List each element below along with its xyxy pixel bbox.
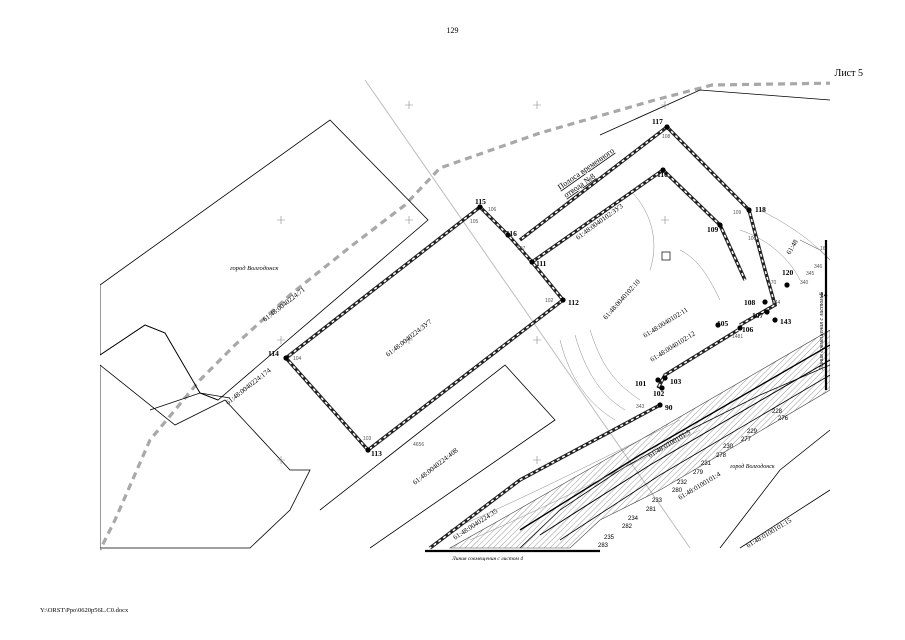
- small-number: 103: [363, 436, 372, 442]
- small-number: 106: [488, 207, 497, 213]
- point-label: 117: [652, 117, 663, 126]
- svg-text:282: 282: [622, 524, 633, 530]
- svg-text:281: 281: [646, 507, 657, 513]
- small-number: 104: [293, 356, 302, 362]
- point-label: 115: [475, 197, 486, 206]
- small-number: 1481: [732, 334, 743, 340]
- footer-file-path: Y:\ORST\Ppo\0620p56L.C0.docx: [40, 607, 129, 614]
- point-label: 143: [780, 317, 792, 326]
- match-line-6-label: Линия совмещения с листом 6: [819, 293, 825, 371]
- parcel-label: 61:48:0040102:10: [602, 277, 643, 321]
- small-number: 4656: [413, 442, 424, 448]
- point-label: 109: [707, 225, 719, 234]
- svg-text:229: 229: [747, 429, 758, 435]
- parcel-label: 61:48:0100101:15: [745, 516, 794, 550]
- corridor-strip: [448, 239, 830, 549]
- parcel-label: 61:48:0040102:ЗУ3: [574, 202, 625, 242]
- svg-text:283: 283: [598, 543, 609, 549]
- point-label: 114: [268, 349, 279, 358]
- svg-text:234: 234: [628, 516, 639, 522]
- city-label: город Волгодонск: [230, 265, 279, 272]
- small-number: 16: [820, 246, 826, 252]
- point-label: 116: [506, 229, 517, 238]
- point-label: 102: [653, 389, 665, 398]
- small-number: 343: [636, 404, 645, 410]
- svg-text:276: 276: [778, 416, 789, 422]
- parcel-outlines: [100, 89, 830, 549]
- parcel-label: 61:48: [785, 238, 800, 256]
- grid-crosses: [277, 101, 669, 464]
- small-number: 107: [517, 246, 526, 252]
- svg-text:279: 279: [693, 470, 704, 476]
- match-line-4-label: Линия совмещения с листом 4: [451, 555, 523, 562]
- point-labels: 117 110 118 109 115 116 111 112 114 113 …: [268, 117, 828, 458]
- point-label: 103: [670, 377, 682, 386]
- point-label: 14: [820, 290, 828, 299]
- small-number: 109: [733, 210, 742, 216]
- district-boundary: [100, 81, 830, 551]
- page-number: 129: [446, 26, 459, 35]
- terrain-texture: [449, 189, 826, 541]
- point-label: 90: [665, 403, 673, 412]
- svg-text:231: 231: [701, 461, 712, 467]
- point-label: 111: [536, 259, 547, 268]
- point-label: 118: [755, 205, 766, 214]
- small-number: 345: [806, 271, 815, 277]
- small-number: 102: [545, 298, 554, 304]
- svg-text:277: 277: [741, 437, 752, 443]
- secondary-numbers: 108 106 105 107 102 104 103 109 100 170 …: [293, 134, 826, 448]
- sheet-label: Лист 5: [834, 68, 863, 79]
- small-number: 346: [814, 264, 823, 270]
- parcel-label: 61:48:0040224:408: [411, 446, 460, 486]
- small-number: 340: [800, 280, 809, 286]
- small-number: 108: [662, 134, 671, 140]
- point-label: 105: [717, 319, 729, 328]
- point-label: 112: [568, 298, 579, 307]
- point-label: 113: [371, 449, 382, 458]
- point-label: 108: [744, 298, 756, 307]
- svg-text:230: 230: [723, 444, 734, 450]
- small-number: 344: [772, 300, 781, 306]
- small-number: 170: [768, 280, 777, 286]
- parcel-label: 61:48:0040224:71: [261, 285, 307, 323]
- parcel-label: 61:48:0040224:174: [224, 366, 273, 406]
- svg-text:233: 233: [652, 498, 663, 504]
- parcel-label: 61:48:0040102:11: [642, 306, 690, 340]
- svg-text:228: 228: [772, 409, 783, 415]
- point-label: 120: [782, 268, 794, 277]
- point-label: 101: [635, 379, 647, 388]
- svg-text:280: 280: [672, 488, 683, 494]
- svg-text:278: 278: [716, 453, 727, 459]
- point-label: 106: [742, 325, 754, 334]
- point-label: 107: [752, 311, 764, 320]
- parcel-labels: 61:48:0040224:71 61:48:0040224:174 61:48…: [224, 202, 800, 550]
- parcel-label: 61:48:0040224:ЗУ7: [384, 317, 434, 358]
- point-label: 110: [657, 170, 668, 179]
- building-symbol: [661, 251, 671, 261]
- point-markers: [283, 124, 790, 453]
- svg-text:235: 235: [604, 535, 615, 541]
- svg-text:232: 232: [677, 480, 688, 486]
- small-number: 100: [748, 236, 757, 242]
- small-number: 105: [470, 219, 479, 225]
- city-label-2: город Волгодонск: [730, 463, 775, 470]
